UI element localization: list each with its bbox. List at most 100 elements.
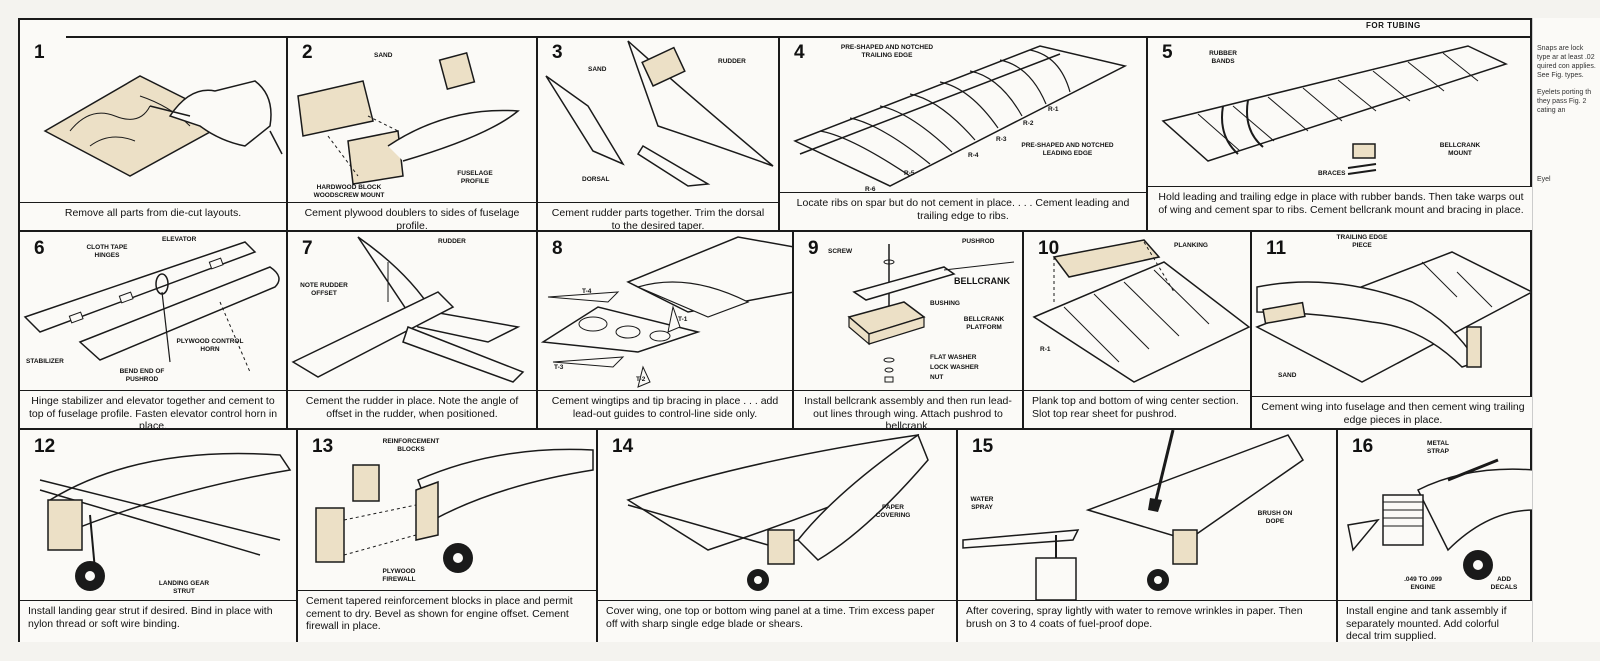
step-caption: Hinge stabilizer and elevator together a… — [20, 390, 286, 428]
diagram-label: SAND — [588, 66, 607, 73]
paper-covering-illustration — [598, 430, 958, 591]
diagram-label: T-1 — [678, 316, 688, 323]
bellcrank-assembly-illustration — [794, 232, 1024, 392]
firewall-blocks-illustration — [298, 430, 598, 573]
step-panel-5: 5 RUBBER BANDS BELLCRANK MOUNT BRACES Ho… — [1148, 36, 1534, 232]
step-caption: Locate ribs on spar but do not cement in… — [780, 192, 1146, 230]
diagram-label: R-2 — [1023, 120, 1034, 127]
step-number: 5 — [1162, 42, 1173, 63]
diagram-label: FUSELAGE PROFILE — [457, 170, 493, 185]
diagram-label: HARDWOOD BLOCK WOODSCREW MOUNT — [313, 184, 385, 199]
rudder-install-illustration — [288, 232, 538, 392]
step-panel-1: 1 Remove all parts from die-cut layouts. — [20, 36, 288, 232]
step-panel-4: 4 PRE-SHAPED AND NOTCHED TRAILING EDGE R… — [780, 36, 1148, 232]
step-number: 3 — [552, 42, 563, 63]
wing-rubber-bands-illustration — [1148, 36, 1534, 196]
landing-gear-illustration — [20, 430, 298, 591]
side-notes: Snaps are lock type ar at least .02 quir… — [1532, 18, 1600, 642]
step-number: 12 — [34, 436, 56, 457]
row-1: 1 Remove all parts from die-cut layouts.… — [20, 36, 1534, 232]
diagram-label: PLANKING — [1174, 242, 1208, 249]
step-number: 10 — [1038, 238, 1060, 259]
step-number: 4 — [794, 42, 805, 63]
step-panel-9: 9 SCREW PUSHROD BELLCRANK BUSHING BELLCR… — [794, 232, 1024, 430]
diagram-label: ADD DECALS — [1490, 576, 1518, 591]
step-caption: Install engine and tank assembly if sepa… — [1338, 600, 1534, 642]
step-number: 2 — [302, 42, 313, 63]
step-panel-11: 11 TRAILING EDGE PIECE SAND Cement wing … — [1252, 232, 1534, 430]
diagram-label: BEND END OF PUSHROD — [119, 368, 165, 383]
diagram-label: PUSHROD — [962, 238, 995, 245]
diagram-label: METAL STRAP — [1426, 440, 1450, 455]
top-strip: FOR TUBING — [66, 20, 1552, 38]
top-strip-right-note: FOR TUBING — [1366, 21, 1421, 30]
diagram-label: T-3 — [554, 364, 564, 371]
diagram-label: REINFORCEMENT BLOCKS — [382, 438, 440, 453]
diagram-label: PRE-SHAPED AND NOTCHED TRAILING EDGE — [840, 44, 934, 59]
diagram-label: BRACES — [1318, 170, 1346, 177]
step-panel-12: 12 LANDING GEAR STRUT Install landing ge… — [20, 430, 298, 642]
diagram-label: T-4 — [582, 288, 592, 295]
diagram-label: RUDDER — [438, 238, 466, 245]
step-caption: Cement wingtips and tip bracing in place… — [538, 390, 792, 428]
step-panel-6: 6 CLOTH TAPE HINGES ELEVATOR STABILIZER … — [20, 232, 288, 430]
wing-planking-illustration — [1024, 232, 1252, 392]
wingtips-illustration — [538, 232, 792, 392]
diagram-label: BRUSH ON DOPE — [1257, 510, 1293, 525]
spray-dope-illustration — [958, 430, 1338, 600]
diagram-label: WATER SPRAY — [970, 496, 994, 511]
side-note: Snaps are lock type ar at least .02 quir… — [1537, 45, 1596, 79]
side-note: Eyel — [1537, 176, 1551, 183]
diagram-label: R-1 — [1048, 106, 1059, 113]
diagram-label: PLYWOOD FIREWALL — [382, 568, 416, 583]
step-caption: Install landing gear strut if desired. B… — [20, 600, 296, 642]
step-number: 16 — [1352, 436, 1374, 457]
diagram-label: PRE-SHAPED AND NOTCHED LEADING EDGE — [1021, 142, 1114, 157]
fuselage-doubler-illustration — [288, 36, 538, 201]
diagram-label: CLOTH TAPE HINGES — [86, 244, 128, 259]
diagram-label: R-5 — [904, 170, 915, 177]
step-caption: Cement wing into fuselage and then cemen… — [1252, 396, 1534, 428]
step-panel-2: 2 SAND HARDWOOD BLOCK WOODSCREW MOUNT FU… — [288, 36, 538, 232]
diagram-label: SAND — [374, 52, 393, 59]
instruction-sheet: FOR TUBING 1 Remove all parts from die-c… — [18, 18, 1552, 642]
diagram-label: BELLCRANK MOUNT — [1439, 142, 1481, 157]
diagram-label: BELLCRANK PLATFORM — [963, 316, 1005, 331]
diagram-label: LANDING GEAR STRUT — [158, 580, 210, 595]
step-number: 14 — [612, 436, 634, 457]
step-number: 8 — [552, 238, 563, 259]
diagram-label: NOTE RUDDER OFFSET — [300, 282, 348, 297]
step-caption: Cement rudder parts together. Trim the d… — [538, 202, 778, 230]
step-panel-7: 7 RUDDER NOTE RUDDER OFFSET Cement the r… — [288, 232, 538, 430]
stabilizer-elevator-illustration — [20, 232, 288, 392]
wing-into-fuselage-illustration — [1252, 232, 1534, 392]
step-number: 1 — [34, 42, 45, 63]
rudder-illustration — [538, 36, 780, 201]
step-panel-15: 15 WATER SPRAY BRUSH ON DOPE After cover… — [958, 430, 1338, 642]
step-panel-14: 14 PAPER COVERING Cover wing, one top or… — [598, 430, 958, 642]
diagram-label: BELLCRANK — [954, 276, 1010, 286]
diagram-label: T-2 — [636, 376, 646, 383]
step-caption: Cement plywood doublers to sides of fuse… — [288, 202, 536, 230]
step-caption: Plank top and bottom of wing center sect… — [1024, 390, 1250, 428]
diagram-label: ELEVATOR — [162, 236, 197, 243]
diagram-label: NUT — [930, 374, 944, 381]
diagram-label: R-6 — [865, 186, 876, 193]
step-panel-13: 13 REINFORCEMENT BLOCKS PLYWOOD FIREWALL… — [298, 430, 598, 642]
step-caption: Remove all parts from die-cut layouts. — [20, 202, 286, 230]
step-caption: Hold leading and trailing edge in place … — [1148, 186, 1534, 230]
diagram-label: R-3 — [996, 136, 1007, 143]
diagram-label: DORSAL — [582, 176, 610, 183]
diagram-label: LOCK WASHER — [930, 364, 979, 371]
wing-ribs-illustration — [780, 36, 1148, 201]
row-2: 6 CLOTH TAPE HINGES ELEVATOR STABILIZER … — [20, 232, 1534, 430]
diagram-label: PLYWOOD CONTROL HORN — [176, 338, 244, 353]
step-caption: After covering, spray lightly with water… — [958, 600, 1336, 642]
row-3: 12 LANDING GEAR STRUT Install landing ge… — [20, 430, 1534, 642]
side-note: Eyelets porting th they pass Fig. 2 cati… — [1537, 89, 1592, 114]
step-caption: Cover wing, one top or bottom wing panel… — [598, 600, 956, 642]
step-number: 13 — [312, 436, 334, 457]
diagram-label: STABILIZER — [26, 358, 64, 365]
step-number: 15 — [972, 436, 994, 457]
diagram-label: FLAT WASHER — [930, 354, 977, 361]
